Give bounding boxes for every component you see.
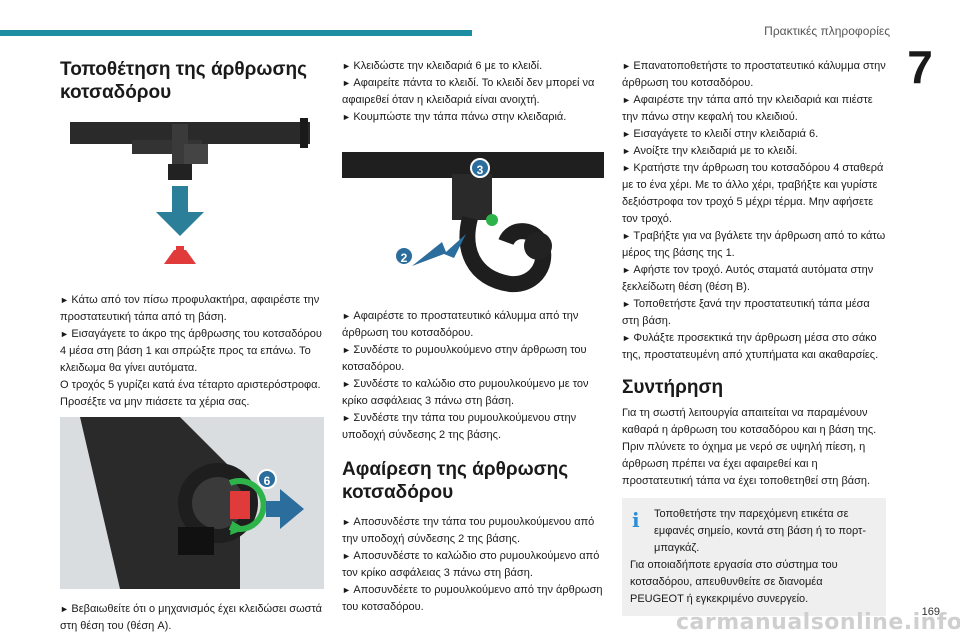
step-text: Αφήστε τον τροχό. Αυτός σταματά αυτόματα…: [622, 262, 886, 296]
step-text: Τοποθετήστε ξανά την προστατευτική τάπα …: [622, 296, 886, 330]
step-text: Εισαγάγετε το άκρο της άρθρωσης του κοτσ…: [60, 326, 328, 377]
step-text: Ανοίξτε την κλειδαριά με το κλειδί.: [622, 143, 886, 160]
section-header-title: Πρακτικές πληροφορίες: [764, 24, 890, 38]
step-text: Συνδέστε το ρυμουλκούμενο στην άρθρωση τ…: [342, 342, 604, 376]
note-text: Τοποθετήστε την παρεχόμενη ετικέτα σε εμ…: [654, 508, 867, 554]
column-1: Τοποθέτηση της άρθρωσης κοτσαδόρου Κάτω …: [60, 58, 328, 635]
header-accent-bar: [0, 30, 472, 36]
step-text: Κρατήστε την άρθρωση του κοτσαδόρου 4 στ…: [622, 160, 886, 228]
chapter-number: 7: [907, 41, 933, 93]
illustration-lock-wheel: 6: [60, 417, 324, 589]
illustration-towbar-connection: 3 2: [342, 138, 604, 296]
towbar-connection-drawing: [342, 152, 604, 293]
step-text: Αποσυνδέετε το ρυμουλκούμενο από την άρθ…: [342, 582, 604, 616]
heading-maintenance: Συντήρηση: [622, 377, 724, 398]
step-text: Εισαγάγετε το κλειδί στην κλειδαριά 6.: [622, 126, 886, 143]
towbar-mount-drawing: [70, 118, 310, 264]
heading-install-towbar: Τοποθέτηση της άρθρωσης κοτσαδόρου: [60, 59, 307, 103]
step-note-text: Ο τροχός 5 γυρίζει κατά ένα τέταρτο αρισ…: [60, 379, 321, 408]
step-text: Επανατοποθετήστε το προστατευτικό κάλυμμ…: [622, 58, 886, 92]
step-text: Αφαιρείτε πάντα το κλειδί. Το κλειδί δεν…: [342, 75, 604, 109]
step-text: Αποσυνδέστε την τάπα του ρυμουλκούμενου …: [342, 514, 604, 548]
step-text: Συνδέστε το καλώδιο στο ρυμουλκούμενο με…: [342, 376, 604, 410]
info-note-box: i Τοποθετήστε την παρεχόμενη ετικέτα σε …: [622, 498, 886, 616]
callout-badge: 2: [394, 246, 414, 266]
lock-wheel-drawing: [60, 417, 324, 589]
callout-badge: 3: [470, 158, 490, 178]
callout-badge: 6: [257, 469, 277, 489]
maintenance-body-text: Για τη σωστή λειτουργία απαιτείται να πα…: [622, 407, 877, 487]
info-icon: i: [632, 508, 640, 532]
column-2: Κλειδώστε την κλειδαριά 6 με το κλειδί. …: [342, 58, 604, 616]
step-text: Κουμπώστε την τάπα πάνω στην κλειδαριά.: [342, 109, 604, 126]
step-text: Αφαιρέστε την τάπα από την κλειδαριά και…: [622, 92, 886, 126]
step-text: Τραβήξτε για να βγάλετε την άρθρωση από …: [622, 228, 886, 262]
note-text: Για οποιαδήποτε εργασία στο σύστημα του …: [630, 559, 838, 605]
step-text: Κάτω από τον πίσω προφυλακτήρα, αφαιρέστ…: [60, 292, 328, 326]
step-text: Αποσυνδέστε το καλώδιο στο ρυμουλκούμενο…: [342, 548, 604, 582]
step-text: Αφαιρέστε το προστατευτικό κάλυμμα από τ…: [342, 308, 604, 342]
step-text: Φυλάξτε προσεκτικά την άρθρωση μέσα στο …: [622, 330, 886, 364]
page-number: 169: [921, 606, 940, 618]
illustration-towbar-mount: [60, 114, 324, 280]
step-text: Συνδέστε την τάπα του ρυμουλκούμενου στη…: [342, 410, 604, 444]
step-text: Βεβαιωθείτε ότι ο μηχανισμός έχει κλειδώ…: [60, 601, 328, 635]
step-text: Κλειδώστε την κλειδαριά 6 με το κλειδί.: [342, 58, 604, 75]
heading-remove-towbar: Αφαίρεση της άρθρωσης κοτσαδόρου: [342, 459, 569, 503]
column-3: Επανατοποθετήστε το προστατευτικό κάλυμμ…: [622, 58, 886, 616]
watermark-text: carmanualsonline.info: [676, 610, 960, 635]
